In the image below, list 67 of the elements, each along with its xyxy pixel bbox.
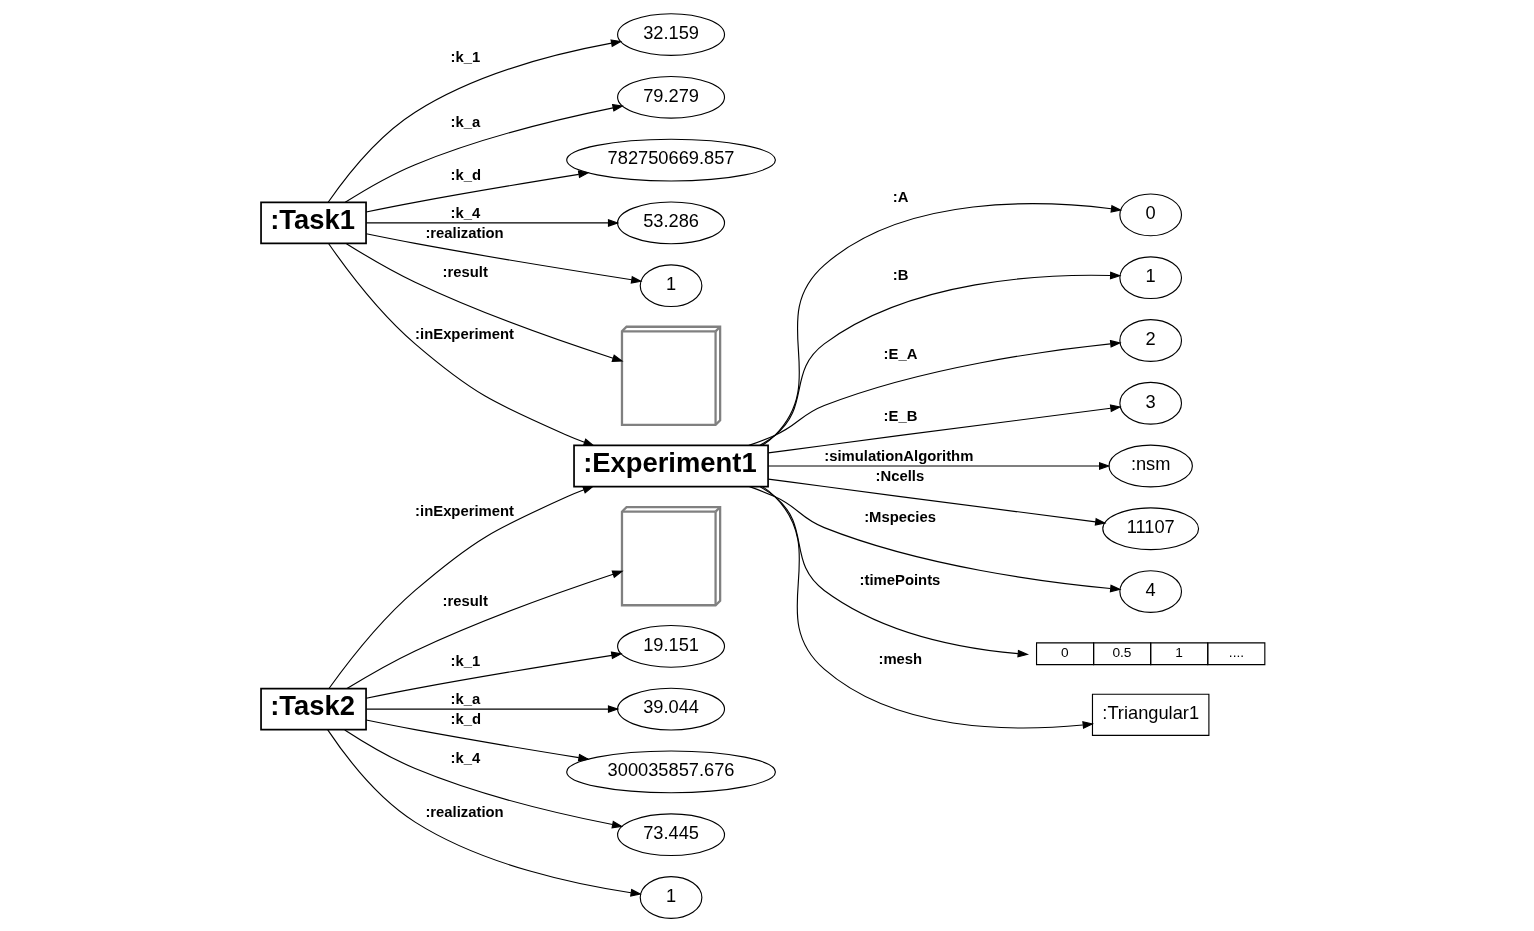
arrow (326, 728, 642, 897)
edge-label: :k_1 (450, 48, 480, 65)
node-ellipse: 3 (1118, 381, 1182, 425)
edge-label: :realization (424, 803, 504, 820)
node-ellipse: :nsm (1107, 444, 1193, 487)
arrow (761, 202, 1122, 446)
edge-label: :k_d (450, 166, 481, 183)
node-ellipse: 4 (1118, 569, 1182, 613)
arrow (767, 461, 1110, 470)
node-ellipse: 300035857.676 (565, 749, 776, 793)
edge-label: :B (892, 266, 908, 283)
edge-label: :Ncells (875, 467, 924, 484)
node-ellipse: 782750669.857 (565, 138, 776, 182)
arrow (365, 718, 590, 762)
node-ellipse: 1 (639, 263, 702, 307)
arrow (759, 485, 1029, 658)
arrow (327, 485, 594, 689)
edge-label: :inExperiment (414, 502, 514, 519)
arrow (343, 728, 623, 828)
node-ellipse: 11107 (1101, 506, 1199, 550)
arrow (345, 242, 624, 362)
node-ellipse: 79.279 (616, 75, 725, 119)
edge-label: :k_d (450, 710, 481, 727)
edge-label: :E_A (883, 345, 917, 362)
edge-label: :E_B (883, 407, 917, 424)
node-ellipse: 19.151 (616, 624, 725, 668)
arrow (758, 271, 1121, 446)
edge-label: :result (442, 263, 488, 280)
edge-label: :k_4 (450, 749, 480, 766)
node-box: :Task2 (259, 687, 367, 731)
arrow (761, 485, 1094, 729)
arrow (365, 650, 623, 699)
node-box: :Task1 (259, 201, 367, 244)
arrow (345, 570, 624, 689)
edge-label: :k_a (450, 113, 480, 130)
edge-label: :simulationAlgorithm (823, 447, 973, 464)
edge-label: :k_a (450, 690, 480, 707)
arrow (767, 403, 1122, 453)
arrow (365, 232, 642, 284)
edge-label: :inExperiment (414, 325, 514, 342)
arrow (365, 218, 619, 227)
node-ellipse: 1 (1118, 255, 1182, 299)
edge-label: :k_4 (450, 204, 480, 221)
arrow (344, 103, 624, 203)
node-ellipse: 2 (1118, 318, 1182, 362)
arrow (747, 339, 1122, 446)
node-box: :Experiment1 (572, 444, 769, 487)
arrow (365, 169, 590, 212)
arrow (365, 704, 619, 713)
edge-label: :timePoints (859, 571, 940, 588)
node-ellipse: 53.286 (616, 200, 725, 244)
arrow (327, 242, 595, 446)
edge-label: :A (892, 188, 908, 205)
edge-label: :realization (424, 224, 504, 241)
arrow (767, 478, 1107, 526)
edge-label: :result (442, 592, 488, 609)
node-ellipse: 73.445 (616, 812, 725, 856)
node-ellipse: 0 (1118, 192, 1182, 236)
edge-label: :k_1 (450, 652, 480, 669)
node-ellipse: 1 (639, 875, 702, 919)
node-ellipse: 39.044 (616, 687, 725, 731)
arrow (327, 38, 622, 203)
node-box: :Triangular1 (1091, 693, 1209, 736)
edge-label: :mesh (877, 650, 922, 667)
node-ellipse: 32.159 (616, 12, 725, 56)
arrow (748, 485, 1122, 592)
edge-label: :Mspecies (863, 508, 936, 525)
